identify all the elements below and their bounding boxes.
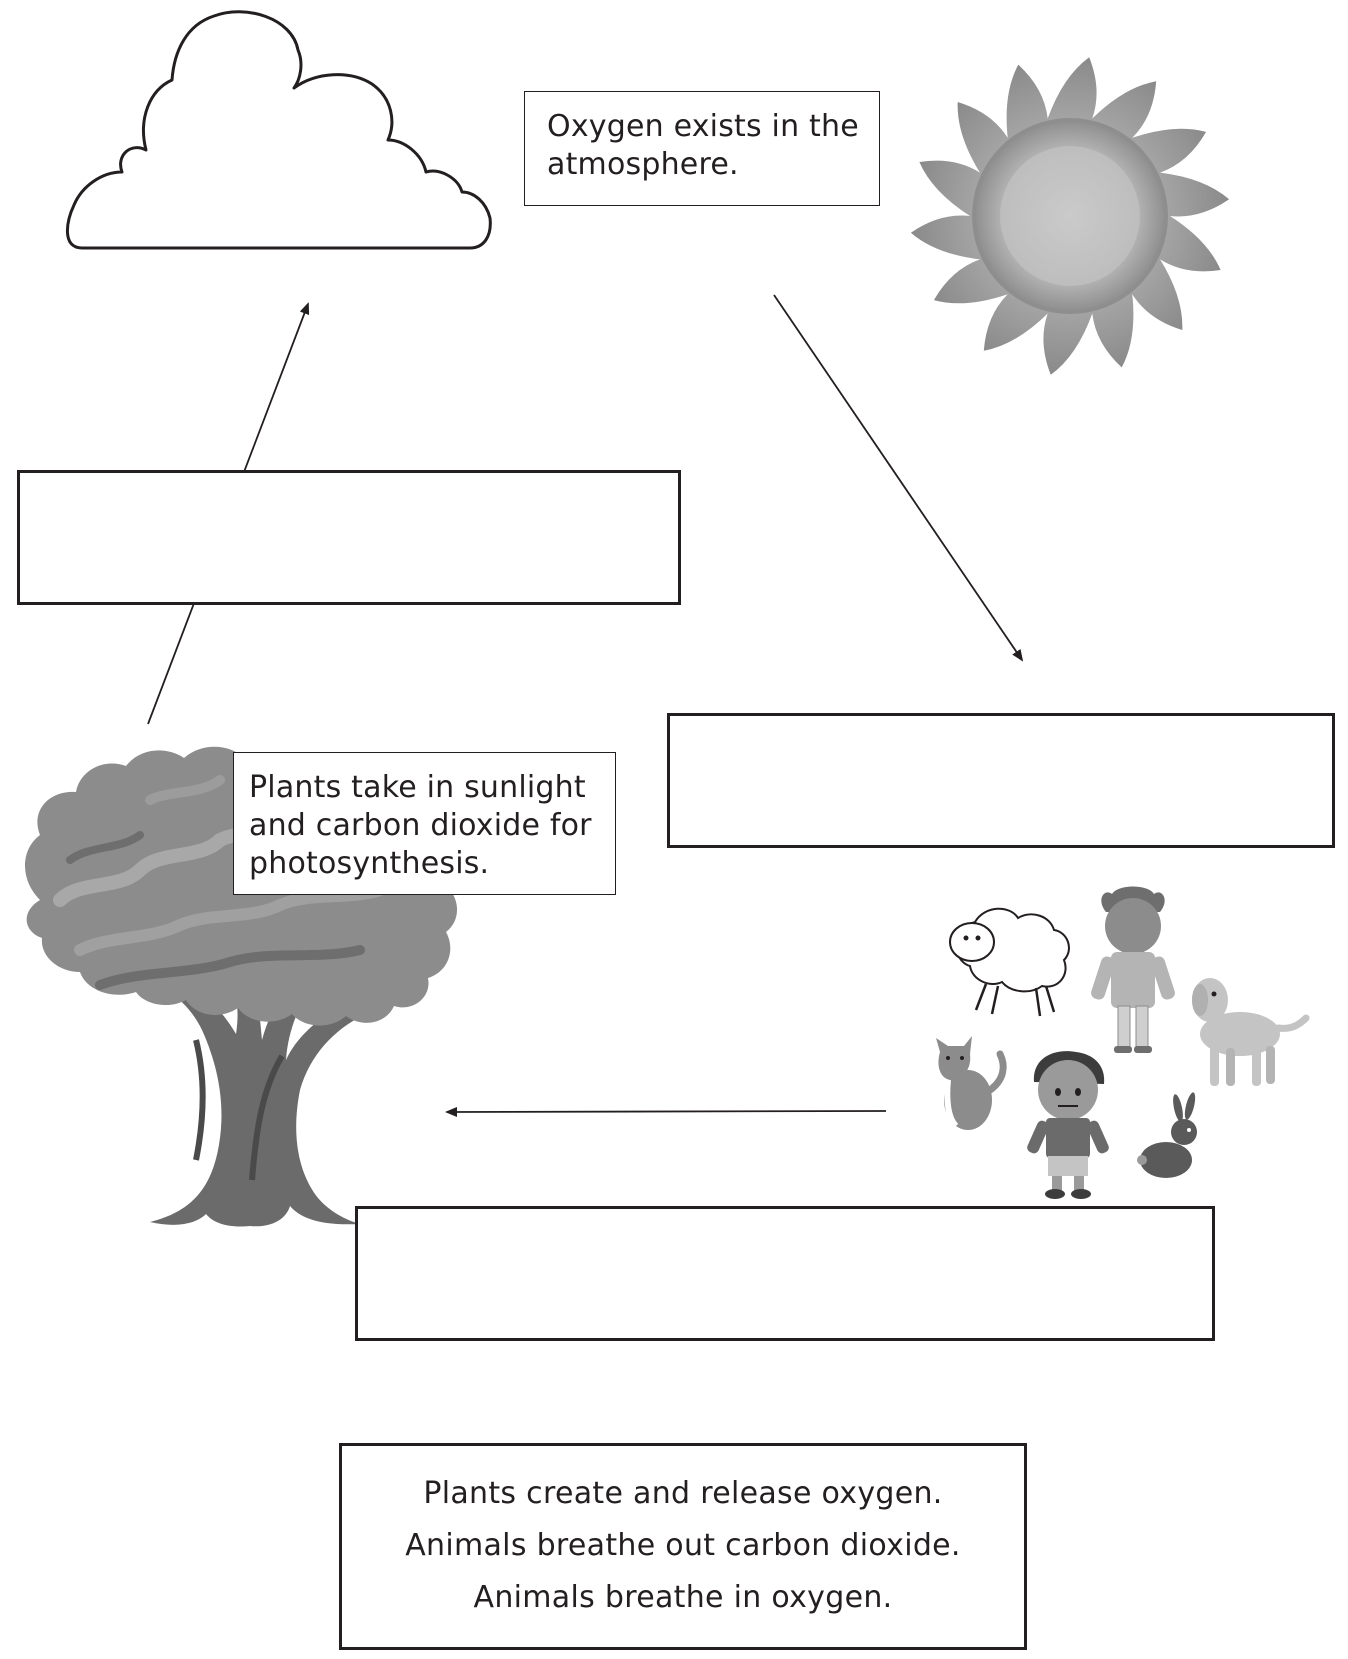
blank-box-right[interactable]: [667, 713, 1335, 848]
word-bank: Plants create and release oxygen. Animal…: [339, 1443, 1027, 1650]
cloud-icon: [65, 10, 492, 250]
sheep-icon: [949, 907, 1070, 1017]
cat-icon: [936, 1036, 1007, 1130]
word-bank-item: Animals breathe in oxygen.: [473, 1580, 893, 1615]
arrow-to-tree: [445, 1106, 887, 1117]
girl-icon: [1091, 886, 1175, 1053]
label-oxygen-atmosphere: Oxygen exists in the atmosphere.: [524, 91, 880, 206]
dog-icon: [1192, 978, 1310, 1086]
rabbit-icon: [1137, 1092, 1197, 1178]
label-oxygen-text: Oxygen exists in the atmosphere.: [547, 109, 859, 182]
word-bank-item: Plants create and release oxygen.: [423, 1476, 943, 1511]
label-plants-text: Plants take in sunlight and carbon dioxi…: [249, 770, 592, 881]
blank-box-left[interactable]: [17, 470, 681, 605]
blank-box-bottom[interactable]: [355, 1206, 1215, 1341]
label-plants-photosynthesis: Plants take in sunlight and carbon dioxi…: [233, 752, 616, 895]
boy-icon: [1027, 1051, 1109, 1199]
arrow-to-animals: [773, 294, 1024, 662]
word-bank-item: Animals breathe out carbon dioxide.: [405, 1528, 961, 1563]
sun-icon: [910, 57, 1230, 375]
